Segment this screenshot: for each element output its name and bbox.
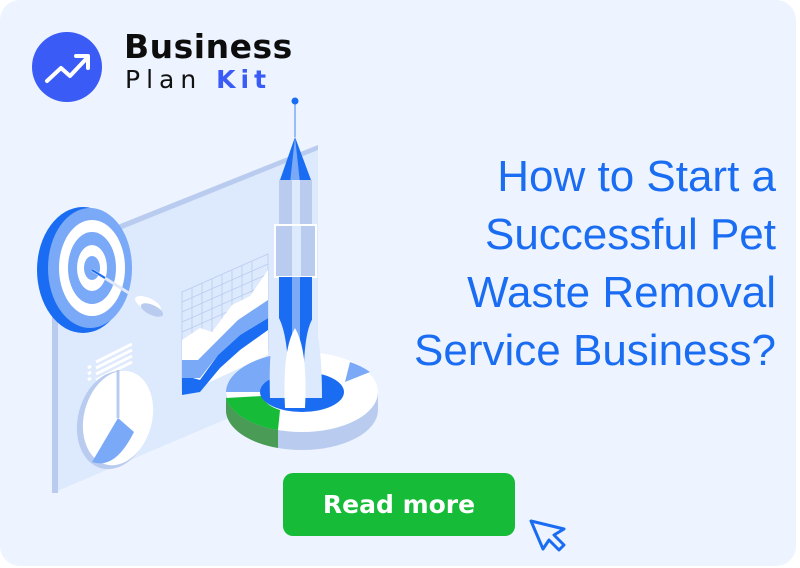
headline-line-3: Waste Removal xyxy=(467,268,776,317)
brand-name-line1: Business xyxy=(124,27,293,66)
mouse-pointer-icon xyxy=(529,519,566,552)
brand-name-line2: Plan Kit xyxy=(125,67,271,92)
brand-kit: Kit xyxy=(216,65,272,94)
rocket-illustration xyxy=(37,97,378,493)
brand-plan: Plan xyxy=(125,65,217,94)
headline-line-2: Successful Pet xyxy=(484,210,776,259)
brand-logo[interactable]: Business Plan Kit xyxy=(32,27,302,102)
headline-line-1: How to Start a xyxy=(497,152,776,201)
trend-up-arrow-icon xyxy=(32,32,102,102)
headline-line-4: Service Business? xyxy=(414,326,776,375)
headline: How to Start a Successful Pet Waste Remo… xyxy=(376,148,776,380)
read-more-button[interactable]: Read more xyxy=(283,473,515,536)
